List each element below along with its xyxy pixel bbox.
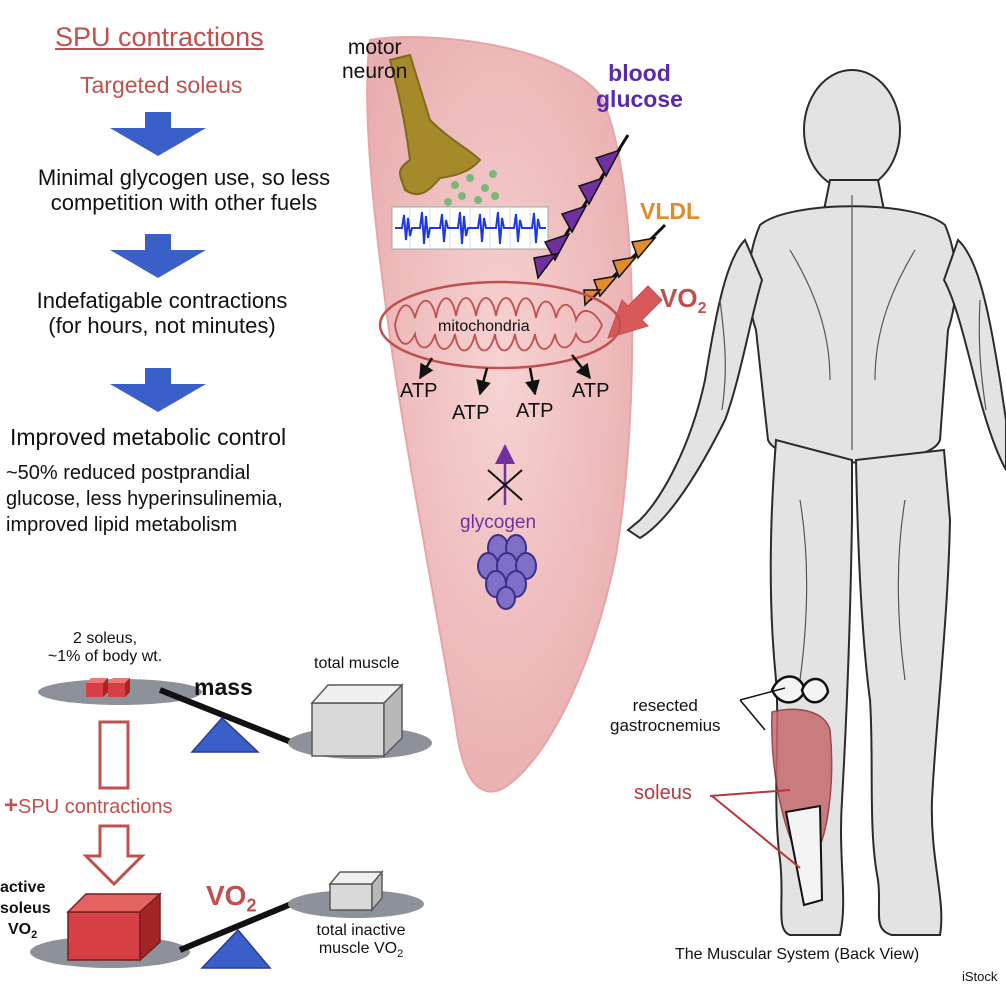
flow-step-1: Minimal glycogen use, so less competitio… — [37, 165, 331, 216]
active-soleus-vo2-label: active soleus VO2 — [0, 879, 51, 941]
glycogen-label: glycogen — [460, 512, 537, 533]
flow-arrow-2 — [110, 234, 206, 278]
mass-label: mass — [194, 674, 253, 700]
resected-gastrocnemius-label: resected gastrocnemius — [610, 696, 721, 735]
soleus-mass-label: 2 soleus, ~1% of body wt. — [47, 630, 163, 666]
flow-step-3-body: ~50% reduced postprandial glucose, less … — [6, 462, 283, 536]
active-soleus-cube — [66, 892, 162, 962]
flow-title: SPU contractions — [55, 22, 264, 52]
mitochondria-cristae — [394, 297, 603, 352]
mass-beam — [158, 687, 298, 747]
glycogen-cluster — [477, 534, 537, 610]
hollow-arrow-top — [98, 720, 130, 790]
vo2-label: VO2 — [660, 283, 707, 318]
mitochondria-label: mitochondria — [438, 318, 530, 335]
inactive-muscle-vo2-label: total inactive muscle VO2 — [316, 922, 406, 961]
anatomy-detail-lines — [719, 195, 987, 681]
anatomy-caption: The Muscular System (Back View) — [675, 946, 920, 963]
inactive-muscle-cube — [328, 869, 384, 913]
vo2-arrow — [607, 285, 663, 339]
total-muscle-label: total muscle — [314, 655, 400, 672]
atp-label-3: ATP — [516, 400, 554, 422]
callout-lines — [739, 687, 786, 731]
vo2-big-label: VO2 — [206, 880, 257, 916]
flow-step-2: Indefatigable contractions (for hours, n… — [36, 288, 288, 339]
flow-step-3-heading: Improved metabolic control — [10, 424, 287, 450]
mitochondria-outer — [378, 280, 622, 370]
vldl-label: VLDL — [640, 198, 701, 224]
motor-neuron-label: motor neuron — [342, 36, 408, 84]
vo2-fulcrum — [200, 928, 272, 969]
vo2-beam — [178, 899, 298, 953]
spu-contractions-label: +SPU contractions — [4, 792, 173, 819]
motor-neuron-icon — [388, 53, 482, 196]
atp-label-4: ATP — [572, 380, 610, 402]
soleus-muscle-shape — [366, 36, 634, 793]
blood-glucose-label: blood glucose — [596, 60, 683, 113]
mass-fulcrum — [190, 716, 260, 753]
total-muscle-cube — [310, 683, 404, 758]
image-credit: iStock — [962, 969, 998, 984]
emg-signal-trace — [395, 211, 546, 245]
leg-bone-outline — [784, 804, 824, 907]
blood-glucose-arrow — [533, 148, 622, 280]
flow-subtitle: Targeted soleus — [80, 72, 243, 98]
hollow-arrow-bottom — [82, 824, 146, 887]
flow-arrow-1 — [110, 112, 206, 156]
neurotransmitter-dots — [444, 170, 499, 206]
soleus-label: soleus — [634, 782, 692, 804]
flow-arrow-3 — [110, 368, 206, 412]
atp-label-1: ATP — [400, 380, 438, 402]
resected-gastrocnemius-shape — [770, 675, 830, 704]
soleus-cubes-small — [86, 678, 130, 697]
atp-label-2: ATP — [452, 402, 490, 424]
